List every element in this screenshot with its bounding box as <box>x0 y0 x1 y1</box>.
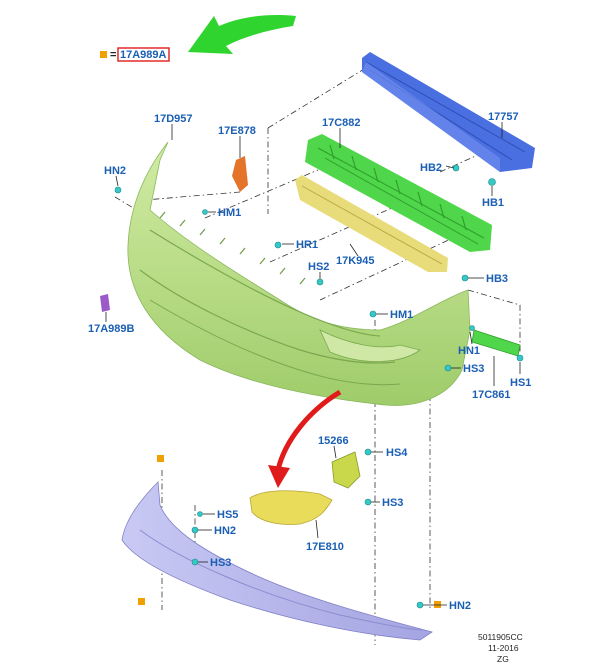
orange-marker <box>138 598 145 605</box>
fastener[interactable] <box>416 601 424 609</box>
label-17A989B[interactable]: 17A989B <box>88 323 135 335</box>
leader-line <box>115 175 119 187</box>
label-hb2[interactable]: HB2 <box>420 162 442 174</box>
label-hs4[interactable]: HS4 <box>386 447 408 459</box>
label-hs3-left[interactable]: HS3 <box>210 557 231 569</box>
fastener[interactable] <box>114 186 122 194</box>
label-hs5[interactable]: HS5 <box>217 509 238 521</box>
leader-line <box>445 165 455 169</box>
fastener[interactable] <box>369 310 377 318</box>
label-hs2[interactable]: HS2 <box>308 261 329 273</box>
label-hm1-upper[interactable]: HM1 <box>218 207 241 219</box>
label-hn2-left[interactable]: HN2 <box>214 525 236 537</box>
fastener[interactable] <box>197 511 203 517</box>
green-pointer-arrow <box>188 15 296 54</box>
leader-line <box>349 243 359 257</box>
assembly-line <box>114 196 141 213</box>
legend-highlight-box <box>117 47 170 62</box>
leader-line <box>333 445 337 459</box>
label-hn2-upper[interactable]: HN2 <box>104 165 126 177</box>
label-hb1[interactable]: HB1 <box>482 197 504 209</box>
side-bracket[interactable] <box>232 156 248 192</box>
label-17D957[interactable]: 17D957 <box>154 113 193 125</box>
label-hr1[interactable]: HR1 <box>296 239 318 251</box>
fastener[interactable] <box>364 448 372 456</box>
fastener[interactable] <box>516 354 524 362</box>
air-deflector[interactable] <box>295 175 448 272</box>
label-17C882[interactable]: 17C882 <box>322 117 361 129</box>
lower-lip-spoiler[interactable] <box>121 481 433 641</box>
red-assembly-arrow <box>268 389 342 488</box>
fastener[interactable] <box>191 558 199 566</box>
fastener[interactable] <box>444 364 452 372</box>
fastener[interactable] <box>191 526 199 534</box>
label-17E810[interactable]: 17E810 <box>306 541 344 553</box>
label-17E878[interactable]: 17E878 <box>218 125 256 137</box>
label-hs1[interactable]: HS1 <box>510 377 531 389</box>
legend-marker <box>100 51 107 58</box>
footer-date: 11-2016 <box>488 643 519 653</box>
fastener[interactable] <box>461 274 469 282</box>
assembly-line <box>144 191 241 201</box>
label-17K945[interactable]: 17K945 <box>336 255 375 267</box>
leader-line <box>469 331 473 345</box>
side-clip[interactable] <box>100 294 110 312</box>
label-17757[interactable]: 17757 <box>488 111 519 123</box>
label-hn2-lower[interactable]: HN2 <box>449 600 471 612</box>
fastener[interactable] <box>202 209 208 215</box>
energy-absorber[interactable] <box>305 134 492 252</box>
fastener[interactable] <box>488 178 496 186</box>
orange-marker <box>434 601 441 608</box>
label-hs3-right[interactable]: HS3 <box>463 363 484 375</box>
assembly-line <box>269 199 411 263</box>
leader-line <box>315 519 319 539</box>
reinforcement-beam[interactable] <box>362 52 535 172</box>
fastener[interactable] <box>316 278 324 286</box>
label-hb3[interactable]: HB3 <box>486 273 508 285</box>
fog-lamp-bracket[interactable] <box>331 451 361 489</box>
footer-initials: ZG <box>497 654 509 664</box>
assembly-line <box>319 229 471 301</box>
label-hs3-center[interactable]: HS3 <box>382 497 403 509</box>
fastener[interactable] <box>274 241 282 249</box>
legend-part-number[interactable]: 17A989A <box>120 49 167 61</box>
fastener[interactable] <box>364 498 372 506</box>
label-17C861[interactable]: 17C861 <box>472 389 511 401</box>
legend-equals: = <box>110 49 116 61</box>
bumper-cover[interactable] <box>127 141 471 406</box>
label-hn1[interactable]: HN1 <box>458 345 480 357</box>
footer-code: 5011905CC <box>478 632 523 642</box>
label-hm1-lower[interactable]: HM1 <box>390 309 413 321</box>
label-15266[interactable]: 15266 <box>318 435 349 447</box>
fastener[interactable] <box>469 325 475 331</box>
assembly-line <box>467 289 521 352</box>
lower-grille-insert[interactable] <box>249 490 333 525</box>
orange-marker <box>157 455 164 462</box>
